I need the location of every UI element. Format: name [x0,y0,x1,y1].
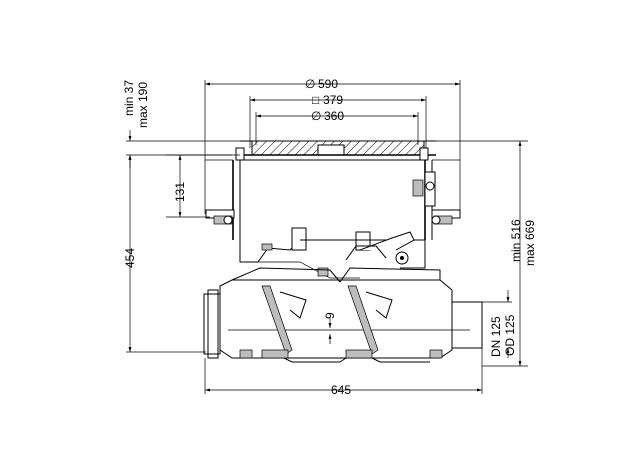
upper-chamber [205,159,460,240]
middle-section [239,227,426,279]
dn-125-label: DN 125 [489,316,503,357]
cover-grate [235,140,436,161]
dim-379-label: 379 [323,93,343,107]
dimension-lines [126,80,528,394]
dim-9-label: 9 [323,312,337,319]
mounting-flanges [205,209,461,225]
max-190-label: max 190 [136,82,150,128]
dim-645-label: 645 [331,383,351,397]
unit-body [203,140,483,363]
od-125-label: OD 125 [503,314,517,356]
lever-fitting [412,171,436,207]
diameter-symbol-590: ∅ [305,77,315,91]
diameter-symbol-360: ∅ [311,109,321,123]
square-symbol-379: □ [312,93,319,107]
min-37-label: min 37 [122,80,136,116]
min-516-label: min 516 [509,219,523,262]
dim-131-label: 131 [173,182,187,202]
dim-360-label: 360 [324,109,344,123]
dimension-labels: ∅ 590 □ 379 ∅ 360 131 454 min 37 max 190… [122,77,537,397]
dim-454-label: 454 [123,248,137,268]
dim-590-label: 590 [318,77,338,91]
lower-pipe-body [203,267,483,363]
max-669-label: max 669 [523,220,537,266]
